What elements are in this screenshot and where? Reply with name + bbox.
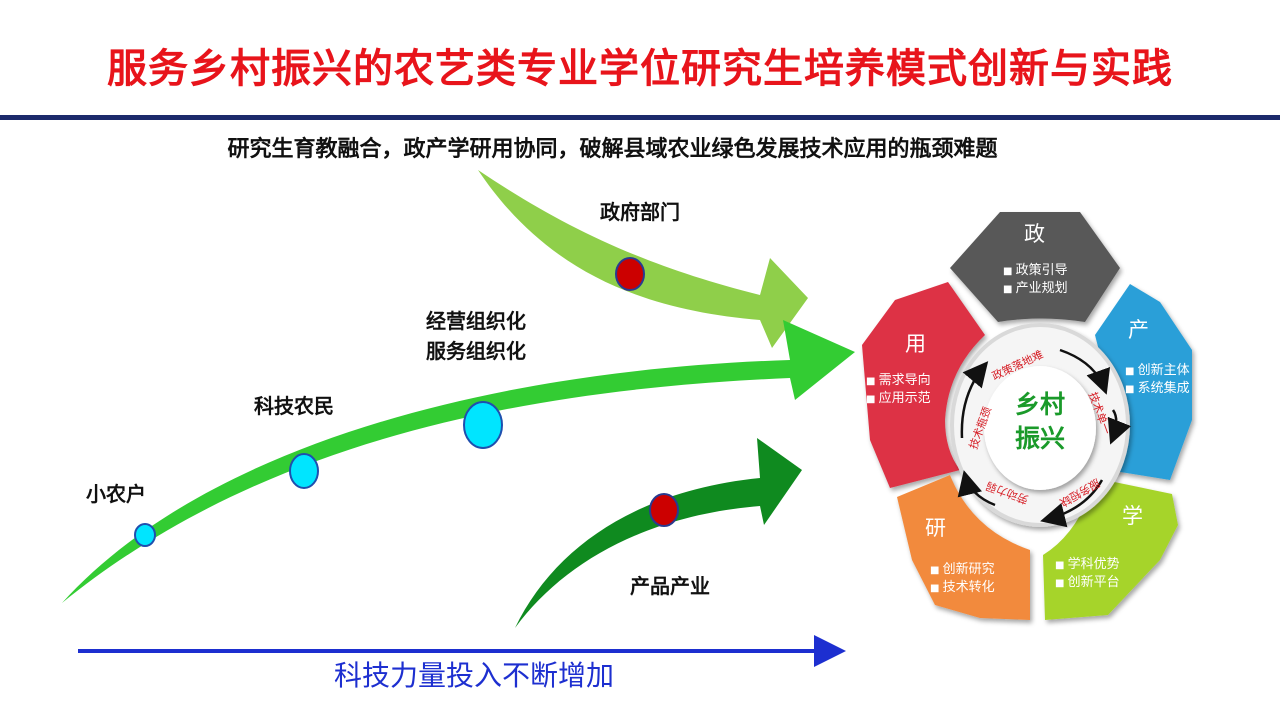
- label-product-industry: 产品产业: [630, 574, 710, 598]
- label-government: 政府部门: [600, 200, 680, 224]
- segment-yong-item: 需求导向: [866, 372, 931, 390]
- segment-zheng-item: 政策引导: [1003, 262, 1068, 280]
- segment-chan-list: 创新主体 系统集成: [1125, 362, 1190, 398]
- segment-xue-list: 学科优势 创新平台: [1055, 556, 1120, 592]
- cycle-arrow-left: [960, 361, 989, 439]
- cycle-arrow-right: [1107, 409, 1132, 445]
- segment-yong-item: 应用示范: [866, 390, 931, 408]
- center-line-2: 振兴: [1014, 424, 1065, 453]
- segment-xue-item: 学科优势: [1055, 556, 1120, 574]
- segment-xue-item: 创新平台: [1055, 574, 1120, 592]
- segment-yan-title: 研: [925, 516, 946, 540]
- segment-xue-title: 学: [1122, 504, 1143, 528]
- node-product: [649, 493, 679, 527]
- node-small-farmer: [134, 523, 156, 547]
- government-arrow: [478, 170, 808, 348]
- label-service-org: 服务组织化: [426, 339, 526, 363]
- segment-chan-item: 系统集成: [1125, 380, 1190, 398]
- investment-caption: 科技力量投入不断增加: [334, 659, 615, 692]
- label-small-farmer: 小农户: [86, 482, 146, 506]
- label-organization: 经营组织化 服务组织化: [426, 306, 526, 366]
- label-tech-farmer: 科技农民: [254, 394, 334, 418]
- segment-chan-item: 创新主体: [1125, 362, 1190, 380]
- page-title: 服务乡村振兴的农艺类专业学位研究生培养模式创新与实践: [107, 46, 1173, 92]
- label-management-org: 经营组织化: [426, 309, 526, 333]
- node-organization: [463, 401, 503, 449]
- cycle-arrow-bottom-right: [1040, 479, 1104, 528]
- segment-yan-item: 创新研究: [930, 561, 995, 579]
- subtitle: 研究生育教融合，政产学研用协同，破解县域农业绿色发展技术应用的瓶颈难题: [227, 137, 998, 162]
- segment-chan-title: 产: [1128, 318, 1149, 342]
- segment-yong-list: 需求导向 应用示范: [866, 372, 931, 408]
- inner-circle: [984, 366, 1096, 490]
- segment-zheng-item: 产业规划: [1003, 280, 1068, 298]
- center-label: 乡村 振兴: [1005, 388, 1075, 456]
- cycle-arrow-top: [1059, 348, 1111, 395]
- node-tech-farmer: [289, 453, 319, 489]
- segment-zheng-title: 政: [1024, 222, 1045, 246]
- segment-yong-title: 用: [905, 332, 926, 356]
- node-government: [615, 257, 645, 291]
- center-line-1: 乡村: [1014, 390, 1065, 419]
- product-industry-arrow: [515, 438, 802, 628]
- title-divider: [0, 115, 1280, 120]
- segment-zheng-list: 政策引导 产业规划: [1003, 262, 1068, 298]
- segment-yan-item: 技术转化: [930, 579, 995, 597]
- cycle-arrow-bottom-left: [957, 470, 996, 507]
- segment-yan-list: 创新研究 技术转化: [930, 561, 995, 597]
